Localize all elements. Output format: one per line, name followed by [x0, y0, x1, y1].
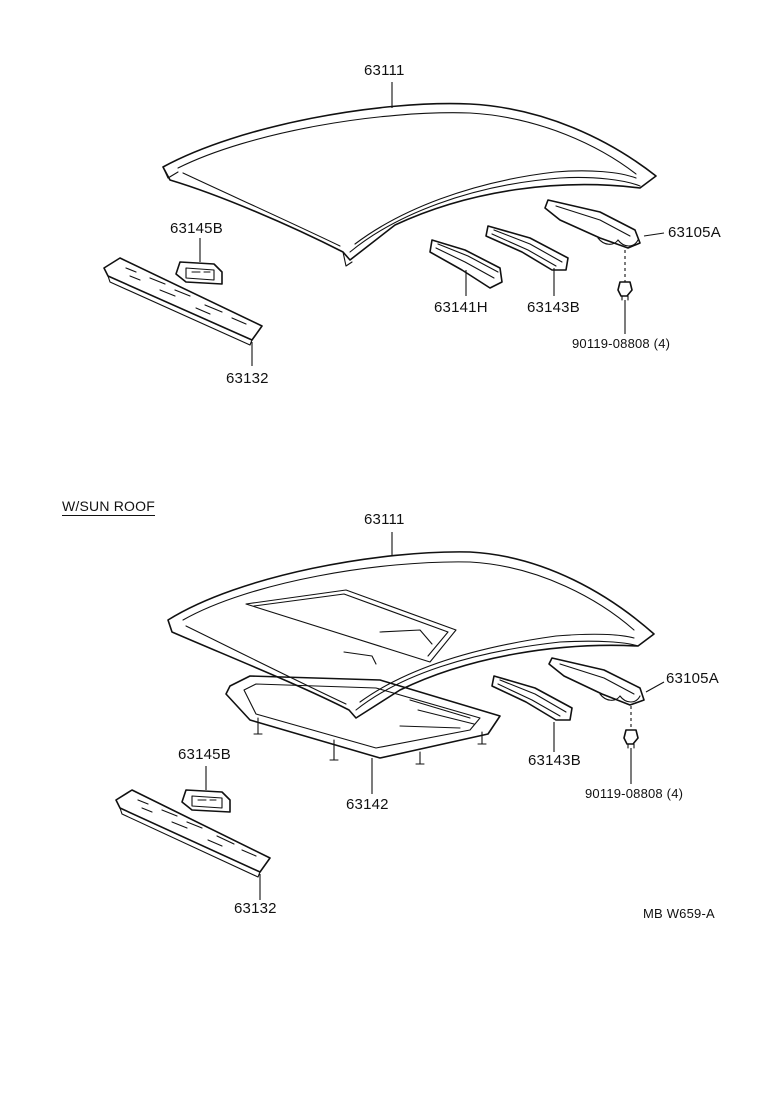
header-panel: [103, 257, 263, 346]
sunroof-leaders: [205, 532, 665, 900]
front-bow: [429, 239, 503, 289]
sunroof-bolt: [623, 729, 639, 749]
top-leaders: [199, 82, 665, 366]
section-heading-sunroof: W/SUN ROOF: [62, 498, 155, 514]
sunroof-frame: [225, 675, 501, 765]
label-roof-panel: 63111: [364, 62, 405, 79]
bolt: [617, 281, 633, 301]
label-sunroof-rear-bow: 63143B: [528, 752, 581, 769]
label-sunroof-rear-side-rail: 63105A: [666, 670, 719, 687]
label-sunroof-roof-panel: 63111: [364, 511, 405, 528]
figure-code: MB W659-A: [643, 906, 715, 921]
sunroof-header-panel: [115, 789, 271, 878]
label-sunroof-frame: 63142: [346, 796, 389, 813]
bracket: [175, 261, 223, 285]
label-front-bow: 63141H: [434, 299, 488, 316]
sunroof-rear-side-rail: [548, 657, 645, 706]
sunroof-roof-panel: [167, 551, 655, 719]
label-sunroof-header-panel: 63132: [234, 900, 277, 917]
label-header-panel: 63132: [226, 370, 269, 387]
label-sunroof-bolt: 90119-08808 (4): [585, 786, 684, 801]
sunroof-rear-bow: [491, 675, 573, 721]
rear-side-rail: [544, 199, 641, 249]
sunroof-bracket: [181, 789, 231, 813]
roof-panel: [162, 102, 657, 267]
label-rear-bow: 63143B: [527, 299, 580, 316]
label-sunroof-bracket: 63145B: [178, 746, 231, 763]
label-bolt: 90119-08808 (4): [572, 336, 671, 351]
rear-bow: [485, 225, 569, 271]
label-bracket: 63145B: [170, 220, 223, 237]
label-rear-side-rail: 63105A: [668, 224, 721, 241]
